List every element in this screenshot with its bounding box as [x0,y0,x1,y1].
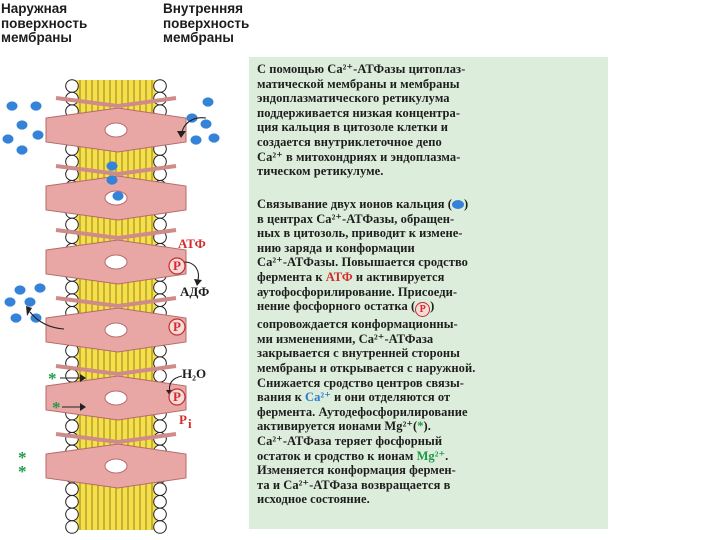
explanation-panel: С помощью Ca²⁺-АТФазы цитоплаз- матическ… [249,57,608,529]
inorganic-phosphate-label: P [179,412,187,427]
lipid-head-inner [153,79,167,93]
lipid-head-outer [65,482,79,497]
mg-ion-1: * [48,369,57,388]
atp-label: АТФ [178,236,206,251]
mg-ion-2: * [52,398,61,417]
phosphate-symbol-1: P [173,258,181,273]
atpase-loop [55,432,177,445]
lipid-head-outer [65,369,79,383]
calcium-ion [2,134,14,144]
adp-release-arrow [183,261,200,281]
calcium-ion [16,145,28,155]
atpase-loop [55,228,177,241]
calcium-ion [14,285,26,295]
mechanism-text-d: ) сопровождается конформационны- ми изме… [257,299,476,405]
ca-entry-arrowhead [177,131,186,138]
mechanism-paragraph: Связывание двух ионов кальция () в центр… [257,197,609,507]
mg-arrowhead-2 [80,403,86,411]
lipid-head-outer [65,79,79,93]
calcium-ion [6,101,18,111]
lipid-head-outer [65,217,79,232]
lipid-head-outer [65,520,79,534]
atpase-loop [55,164,177,177]
mechanism-text-e: и они отделяются от фермента. Аутодефосф… [257,390,468,434]
mechanism-text-f: ). Ca²⁺-АТФаза теряет фосфорный остаток … [257,419,443,463]
calcium-ion [24,297,36,307]
lipid-head-inner [153,482,167,497]
calcium-ion [112,191,124,201]
phosphate-symbol-3: P [173,389,181,404]
adp-release-arrowhead [194,279,202,286]
water-label: H₂O [182,366,206,381]
lipid-head-inner [153,507,167,522]
calcium-ion [208,133,220,143]
calcium-ion [186,113,198,123]
calcium-ion [202,97,214,107]
mechanism-text-c: и активируется аутофосфорилирование. При… [257,269,458,314]
calcium-ions [2,97,220,323]
adp-label: АДФ [180,284,209,299]
phosphate-circle-3 [168,388,186,406]
atpase-channel [104,122,128,138]
atpase-loop [55,296,177,309]
calcium-ion [190,135,202,145]
ca-release-arrow [29,311,65,330]
atpase-loop [55,96,177,109]
lipid-head-outer [65,495,79,509]
atp-highlight: АТФ [325,269,353,284]
ca-release-arrowhead [26,306,32,316]
intro-paragraph: С помощью Ca²⁺-АТФазы цитоплаз- матическ… [257,62,466,179]
atpase-channel [104,458,128,474]
calcium-ion [34,283,46,293]
phosphate-symbol-2: P [173,319,181,334]
lipid-head-outer [65,280,79,295]
phosphate-icon: P [415,302,431,318]
calcium-ion [32,130,44,140]
lipid-head-inner [153,419,167,434]
magnesium-star-icon: * [417,419,424,434]
lipid-head-outer [65,507,79,522]
lipid-head-inner [153,369,167,383]
mg-arrowhead-1 [80,374,86,382]
phosphate-circle-1 [168,257,186,275]
lipid-head-inner [153,280,167,295]
calcium-highlight: Ca²⁺ [305,390,331,405]
atpase-loop [55,364,177,377]
mg-ion-3: * [18,448,27,467]
mg-ion-4: * [18,462,27,481]
lipid-head-inner [153,520,167,534]
calcium-ion [4,297,16,307]
diagram-labels: АТФ P АДФ P H₂O P P i * * * * [18,236,209,481]
calcium-ion [106,175,118,185]
lipid-head-outer [65,419,79,434]
magnesium-highlight: Mg²⁺ [416,448,446,463]
inorganic-phosphate-subscript: i [188,416,192,431]
calcium-ion [200,119,212,129]
atpase-channel [104,390,128,406]
atpase-channel [104,322,128,338]
calcium-ion [30,101,42,111]
mechanism-text-a: Связывание двух ионов кальция ( [257,197,452,211]
inner-surface-header: Внутренняя поверхность мембраны [163,1,250,45]
lipid-head-inner [153,217,167,232]
calcium-ion-icon [451,200,464,209]
calcium-ion [16,120,28,130]
calcium-ion [10,313,22,323]
outer-surface-header: Наружная поверхность мембраны [1,1,88,45]
calcium-ion [106,161,118,171]
mechanism-text-g: . Изменяется конформация фермен- та и Ca… [257,448,456,507]
lipid-head-inner [153,495,167,509]
ca-entry-arrow [181,117,207,133]
atpase-channel [104,254,128,270]
mechanism-text-b: ) в центрах Ca²⁺-АТФазы, обращен- ных в … [257,197,469,284]
membrane-diagram: АТФ P АДФ P H₂O P P i * * * * [2,79,220,534]
phosphate-circle-2 [168,318,186,336]
